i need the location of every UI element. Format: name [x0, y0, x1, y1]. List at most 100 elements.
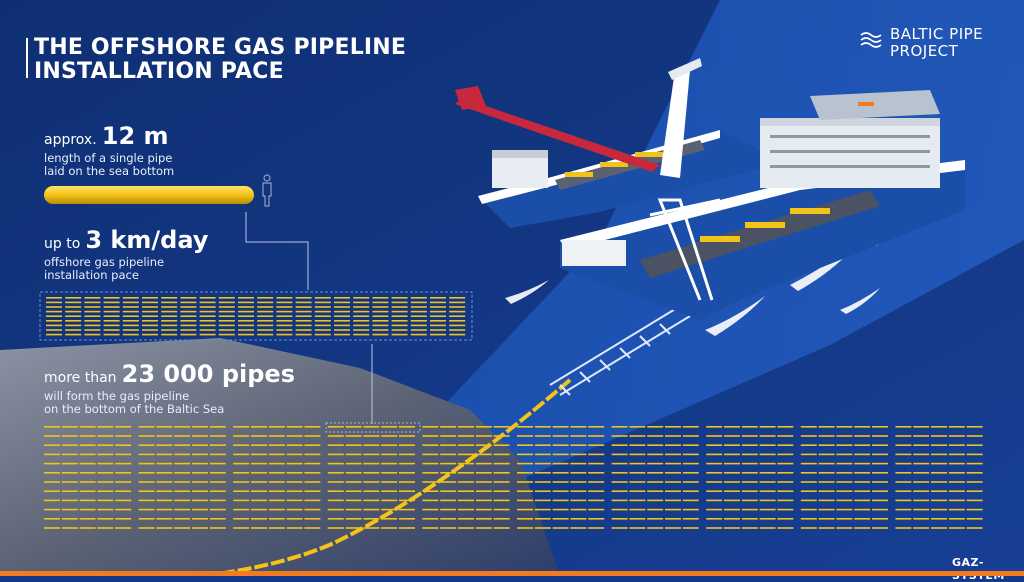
pipe-dash: [777, 472, 794, 474]
pipe-dash: [966, 481, 983, 483]
pipe-dash: [836, 444, 853, 446]
pipe-dash: [458, 472, 474, 474]
pipe-dash: [233, 490, 250, 492]
logo-text: BALTIC PIPE PROJECT: [890, 26, 983, 60]
wave-logo-icon: [860, 32, 882, 48]
pipe-dash: [948, 453, 965, 456]
pipe-dash: [46, 301, 62, 304]
pipe-dash: [629, 508, 646, 511]
pipe-dash: [777, 490, 794, 492]
pipe-dash: [142, 301, 158, 304]
pipe-dash: [122, 297, 139, 299]
stat-description-line: on the bottom of the Baltic Sea: [44, 402, 225, 416]
pipe-dash: [948, 426, 965, 428]
pipe-dash: [391, 320, 408, 322]
pipe-dash: [363, 426, 380, 428]
pipe-dash: [430, 315, 446, 317]
stat-prefix: more than: [44, 370, 117, 386]
pipe-dash: [895, 527, 912, 529]
pipe-dash: [391, 306, 408, 308]
pipe-dash: [611, 518, 628, 520]
pipe-dash: [199, 306, 216, 308]
pipe-dash: [276, 333, 293, 336]
pipe-dash: [295, 310, 312, 313]
pipe-dash: [422, 444, 439, 446]
pipe-dash: [759, 481, 776, 483]
pipe-dash: [629, 435, 646, 437]
pipe-dash: [493, 508, 510, 511]
pipe-dash: [611, 499, 628, 502]
pipe-dash: [647, 490, 664, 492]
pipe-dash: [65, 329, 82, 331]
pipe-dash: [440, 453, 457, 456]
pipe-dash: [286, 444, 303, 446]
pipe-dash: [345, 508, 362, 511]
pipe-dash: [966, 499, 983, 502]
pipe-dash: [818, 527, 835, 529]
pipe-dash: [818, 499, 835, 502]
pipe-dash: [818, 508, 835, 511]
pipe-dash: [493, 490, 510, 492]
pipe-dash: [46, 306, 62, 308]
pipe-dash: [854, 490, 871, 492]
pipe-dash: [199, 320, 216, 322]
pipe-dash: [79, 499, 96, 502]
pipe-dash: [629, 426, 646, 428]
pipe-dash: [475, 453, 492, 456]
pipe-dash: [304, 435, 321, 437]
pipe-dash: [251, 426, 267, 428]
stat-description-line: offshore gas pipeline: [44, 255, 165, 269]
pipe-dash: [192, 527, 208, 529]
pipe-dash: [84, 324, 101, 327]
pipe-dash: [180, 297, 197, 299]
total-pipes-field: [44, 426, 983, 529]
pipe-dash: [122, 320, 139, 322]
pipe-dash: [238, 301, 254, 304]
pipe-dash: [430, 320, 446, 322]
pipe-dash: [161, 301, 178, 304]
pipe-dash: [46, 329, 62, 331]
pipe-dash: [552, 426, 569, 428]
pipe-dash: [238, 310, 254, 313]
pipe-dash: [682, 453, 699, 456]
pipe-dash: [410, 329, 427, 331]
pipe-dash: [115, 462, 132, 465]
pipe-dash: [334, 315, 350, 317]
pipe-dash: [611, 462, 628, 465]
pipe-dash: [218, 310, 235, 313]
pipe-dash: [268, 435, 285, 437]
pipe-dash: [570, 435, 587, 437]
pipe-dash: [84, 297, 101, 299]
pipe-dash: [327, 518, 344, 520]
pipe-dash: [440, 481, 457, 483]
pipe-dash: [257, 310, 274, 313]
pipe-dash: [422, 527, 439, 529]
pipe-dash: [238, 306, 254, 308]
pipe-dash: [800, 426, 817, 428]
pipe-dash: [422, 499, 439, 502]
pipe-dash: [79, 508, 96, 511]
pipe-dash: [381, 453, 398, 456]
pipe-dash: [570, 518, 587, 520]
stat-total-pipes: more than 23 000 pipes will form the gas…: [44, 360, 295, 416]
pipe-dash: [327, 499, 344, 502]
pipe-dash: [449, 329, 466, 331]
pipe-dash: [209, 453, 226, 456]
pipe-dash: [268, 472, 285, 474]
pipe-dash: [759, 508, 776, 511]
daily-pace-block-frame: [39, 291, 473, 341]
pipe-dash: [647, 472, 664, 474]
pipe-dash: [218, 297, 235, 299]
pipe-dash: [353, 333, 370, 336]
pipe-dash: [238, 333, 254, 336]
pipe-dash: [61, 481, 78, 483]
pipe-dash: [534, 472, 551, 474]
pipe-dash: [665, 499, 681, 502]
pipe-dash: [276, 329, 293, 331]
pipe-dash: [895, 490, 912, 492]
pipe-dash: [97, 481, 114, 483]
pipe-dash: [286, 426, 303, 428]
brand-logo: GAZ-SYSTEM: [952, 556, 1004, 582]
pipe-dash: [552, 453, 569, 456]
